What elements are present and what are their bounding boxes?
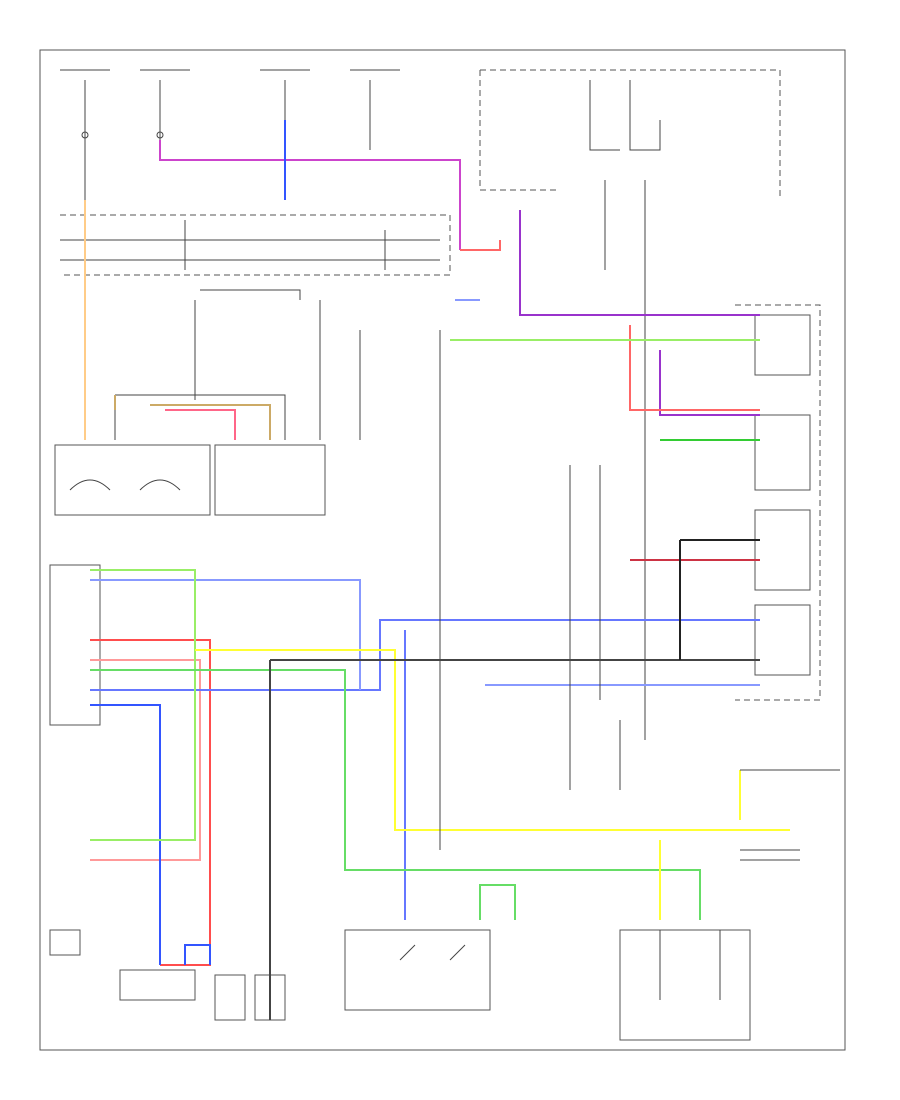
colored-wires <box>84 120 790 1020</box>
pressure-switch-box <box>344 929 491 1011</box>
relay-box-top-right <box>479 69 781 740</box>
wire-black-module <box>679 539 760 660</box>
wire-yellow-main <box>195 649 790 831</box>
wire-purple-right <box>519 210 760 316</box>
wire-pink-loop <box>165 409 236 440</box>
wire-blue-left <box>90 704 161 965</box>
wire-green-mid <box>90 669 701 920</box>
wire-green-bottom <box>479 884 516 920</box>
wire-green-left <box>90 569 196 841</box>
blower-resistor <box>54 289 326 516</box>
diagram-frame <box>39 49 846 1051</box>
wire-blue-mid <box>90 619 760 691</box>
climate-control-unit <box>49 564 101 726</box>
gray-wires <box>319 300 840 861</box>
wire-red-module <box>629 325 760 411</box>
wire-blue-bottom-right <box>185 944 211 965</box>
wire-purple-module <box>659 350 760 416</box>
ground-bus <box>60 214 451 276</box>
wire-red-left-2 <box>90 659 201 861</box>
wire-blue-upper <box>90 579 361 690</box>
wire-tan-loop <box>114 395 271 440</box>
wire-red-left <box>90 639 211 966</box>
switch-bottom-right <box>619 929 751 1041</box>
wire-blue-bottom <box>184 944 210 965</box>
wire-purple-top <box>159 140 461 250</box>
fuse-row-top <box>60 69 400 200</box>
control-module-right <box>735 304 821 701</box>
wire-red-top <box>460 240 501 251</box>
sensors-bottom-left <box>49 929 286 1021</box>
